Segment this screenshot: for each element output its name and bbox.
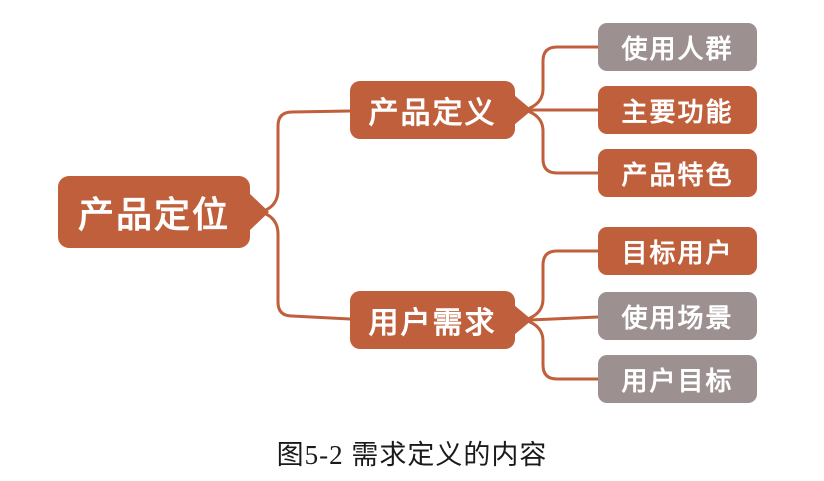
node-main-functions: 主要功能 <box>598 86 757 134</box>
branch-definition-arrow-tab <box>514 95 532 125</box>
figure-caption: 图5-2 需求定义的内容 <box>276 440 548 470</box>
node-product-features: 产品特色 <box>598 149 757 197</box>
branch-needs-arrow-tab <box>514 305 532 335</box>
node-target-users: 目标用户 <box>598 227 757 275</box>
node-user-goals: 用户目标 <box>598 355 757 403</box>
node-usage-scenarios: 使用场景 <box>598 292 757 340</box>
node-user-groups: 使用人群 <box>598 23 757 71</box>
root-arrow-tab <box>249 193 269 231</box>
node-user-needs: 用户需求 <box>350 291 515 349</box>
node-product-definition: 产品定义 <box>350 81 515 139</box>
node-product-positioning: 产品定位 <box>58 176 250 248</box>
